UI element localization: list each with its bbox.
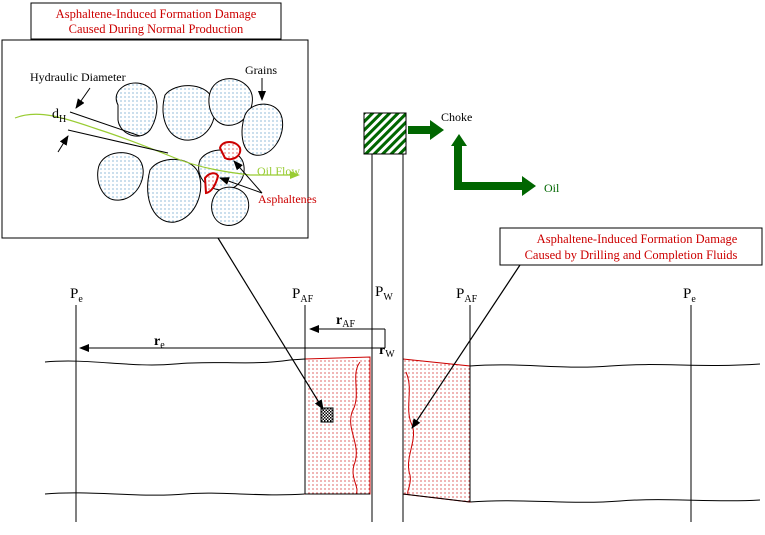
asphaltenes-pointer-lower xyxy=(219,177,263,194)
damage-zone-right-front xyxy=(405,371,414,495)
title-line-2: Caused During Normal Production xyxy=(69,22,244,36)
paf-left-label: PAF xyxy=(292,286,314,305)
damage-zone-left xyxy=(304,356,371,495)
damage-box-line-2: Caused by Drilling and Completion Fluids xyxy=(525,248,738,262)
paf-right-label: PAF xyxy=(456,286,478,305)
pe-right-label: Pe xyxy=(683,286,696,305)
title-line-1: Asphaltene-Induced Formation Damage xyxy=(56,7,257,21)
choke-valve xyxy=(363,112,407,155)
damage-zone-right-bottom xyxy=(402,493,471,503)
damage-box-pointer xyxy=(411,264,521,429)
dh-bottom-arrow xyxy=(57,135,69,153)
damage-zone-left-front xyxy=(350,361,361,495)
oil-flow-arrowhead-icon xyxy=(290,171,300,179)
grains xyxy=(97,78,284,226)
pw-label: PW xyxy=(375,284,393,303)
inset-to-sample-pointer xyxy=(217,237,324,410)
asphaltenes-pointer-upper xyxy=(233,160,263,194)
dh-label: dH xyxy=(52,107,66,125)
oil-flow-label: Oil Flow xyxy=(257,164,300,178)
sample-square xyxy=(320,407,334,423)
re-label: re xyxy=(154,334,165,351)
oil-outflow-arrow-icon xyxy=(451,134,536,196)
title-box xyxy=(30,2,282,40)
formation-bottom-boundary xyxy=(44,492,306,496)
asphaltenes-label: Asphaltenes xyxy=(258,192,317,206)
formation-top-boundary xyxy=(44,358,306,366)
dh-lower-line xyxy=(67,129,169,154)
formation-top-boundary-right xyxy=(469,363,761,368)
formation-bottom-boundary-right xyxy=(469,499,761,503)
asphaltene-deposit-lower xyxy=(203,172,220,195)
asphaltene-deposit-upper xyxy=(218,141,242,161)
choke-label: Choke xyxy=(441,110,472,124)
dh-upper-line xyxy=(69,111,141,137)
damage-box xyxy=(499,227,763,266)
pe-left-label: Pe xyxy=(70,286,83,305)
choke-arrow-icon xyxy=(408,120,444,140)
oil-flow-line xyxy=(14,113,290,176)
dh-top-arrow xyxy=(75,87,91,109)
grains-label: Grains xyxy=(245,63,277,77)
oil-label: Oil xyxy=(544,181,560,195)
raf-label: rAF xyxy=(336,313,355,330)
rw-label: rW xyxy=(379,343,395,360)
hydraulic-diameter-label: Hydraulic Diameter xyxy=(30,70,126,84)
damage-box-line-1: Asphaltene-Induced Formation Damage xyxy=(537,232,738,246)
